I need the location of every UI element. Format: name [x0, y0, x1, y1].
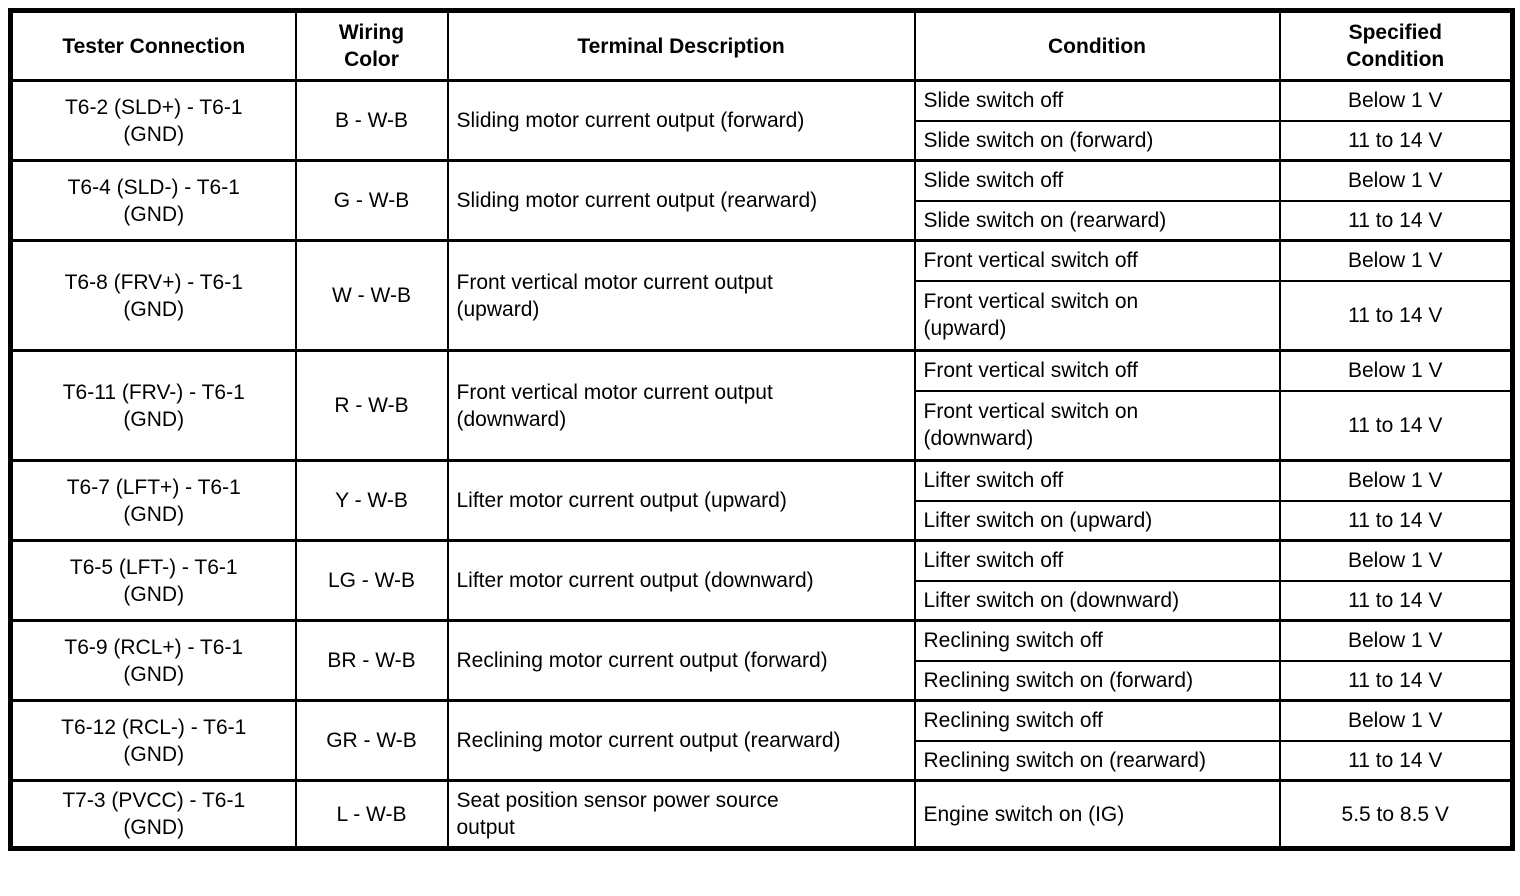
- table-row: Lifter switch on (downward) 11 to 14 V: [11, 579, 1514, 622]
- terminal-description-cell: Front vertical motor current output (dow…: [446, 349, 916, 462]
- terminal-description-cell: Lifter motor current output (downward): [446, 539, 916, 622]
- tester-connection-cell: T6-11 (FRV-) - T6-1 (GND): [9, 349, 297, 462]
- specified-condition-cell: Below 1 V: [1278, 699, 1514, 742]
- table-row: T6-2 (SLD+) - T6-1 (GND) B - W-B Sliding…: [9, 79, 1514, 162]
- specified-condition-cell: 11 to 14 V: [1278, 739, 1514, 782]
- specified-condition-cell: 11 to 14 V: [1278, 199, 1514, 242]
- table-row: T6-11 (FRV-) - T6-1 (GND) R - W-B Front …: [9, 349, 1514, 462]
- specified-condition-cell: 11 to 14 V: [1278, 499, 1514, 542]
- specified-condition-cell: 11 to 14 V: [1278, 579, 1514, 622]
- table-row: T6-12 (RCL-) - T6-1 (GND) GR - W-B Recli…: [9, 699, 1514, 782]
- table-row: T6-7 (LFT+) - T6-1 (GND) Y - W-B Lifter …: [9, 459, 1514, 542]
- specified-condition-cell: Below 1 V: [1278, 459, 1514, 502]
- table-row: T6-5 (LFT-) - T6-1 (GND) LG - W-B Lifter…: [9, 539, 1514, 622]
- wiring-color-cell: L - W-B: [294, 779, 449, 850]
- condition-cell: Lifter switch off: [913, 539, 1281, 582]
- specified-condition-cell: Below 1 V: [1278, 619, 1514, 662]
- condition-cell: Front vertical switch on (upward): [913, 279, 1281, 352]
- table-row: T6-4 (SLD-) - T6-1 (GND) G - W-B Sliding…: [9, 159, 1514, 242]
- tester-connection-cell: T6-8 (FRV+) - T6-1 (GND): [9, 239, 297, 352]
- table-row: Slide switch on (rearward) 11 to 14 V: [11, 199, 1514, 242]
- table-row: Reclining switch on (rearward) 11 to 14 …: [11, 739, 1514, 782]
- specified-condition-cell: Below 1 V: [1278, 79, 1514, 122]
- wiring-color-cell: B - W-B: [294, 79, 449, 162]
- tester-connection-cell: T6-2 (SLD+) - T6-1 (GND): [9, 79, 297, 162]
- specified-condition-cell: Below 1 V: [1278, 539, 1514, 582]
- table-row: Front vertical switch on (downward) 11 t…: [11, 389, 1514, 462]
- condition-cell: Lifter switch off: [913, 459, 1281, 502]
- terminal-description-cell: Sliding motor current output (rearward): [446, 159, 916, 242]
- terminal-spec-table: Tester Connection Wiring Color Terminal …: [8, 8, 1515, 851]
- wiring-color-cell: Y - W-B: [294, 459, 449, 542]
- table-row: Lifter switch on (upward) 11 to 14 V: [11, 499, 1514, 542]
- table-row: T6-9 (RCL+) - T6-1 (GND) BR - W-B Reclin…: [9, 619, 1514, 702]
- specified-condition-cell: 11 to 14 V: [1278, 389, 1514, 462]
- header-condition: Condition: [913, 9, 1281, 82]
- specified-condition-cell: 11 to 14 V: [1278, 279, 1514, 352]
- header-wiring-color: Wiring Color: [294, 9, 449, 82]
- terminal-description-cell: Reclining motor current output (forward): [446, 619, 916, 702]
- table-row: T7-3 (PVCC) - T6-1 (GND) L - W-B Seat po…: [9, 779, 1514, 850]
- condition-cell: Slide switch off: [913, 159, 1281, 202]
- tester-connection-cell: T7-3 (PVCC) - T6-1 (GND): [9, 779, 297, 850]
- specified-condition-cell: 11 to 14 V: [1278, 659, 1514, 702]
- condition-cell: Reclining switch on (forward): [913, 659, 1281, 702]
- condition-cell: Front vertical switch off: [913, 349, 1281, 392]
- condition-cell: Slide switch on (forward): [913, 119, 1281, 162]
- tester-connection-cell: T6-7 (LFT+) - T6-1 (GND): [9, 459, 297, 542]
- specified-condition-cell: Below 1 V: [1278, 239, 1514, 282]
- header-terminal-description: Terminal Description: [446, 9, 916, 82]
- specified-condition-cell: Below 1 V: [1278, 159, 1514, 202]
- condition-cell: Front vertical switch off: [913, 239, 1281, 282]
- condition-cell: Slide switch off: [913, 79, 1281, 122]
- condition-cell: Front vertical switch on (downward): [913, 389, 1281, 462]
- terminal-description-cell: Sliding motor current output (forward): [446, 79, 916, 162]
- terminal-description-cell: Reclining motor current output (rearward…: [446, 699, 916, 782]
- wiring-color-cell: W - W-B: [294, 239, 449, 352]
- table-row: T6-8 (FRV+) - T6-1 (GND) W - W-B Front v…: [9, 239, 1514, 352]
- table-row: Reclining switch on (forward) 11 to 14 V: [11, 659, 1514, 702]
- header-tester-connection: Tester Connection: [9, 9, 297, 82]
- tester-connection-cell: T6-12 (RCL-) - T6-1 (GND): [9, 699, 297, 782]
- terminal-description-cell: Seat position sensor power source output: [446, 779, 916, 850]
- table-row: Slide switch on (forward) 11 to 14 V: [11, 119, 1514, 162]
- tester-connection-cell: T6-5 (LFT-) - T6-1 (GND): [9, 539, 297, 622]
- condition-cell: Engine switch on (IG): [913, 779, 1281, 850]
- condition-cell: Reclining switch off: [913, 619, 1281, 662]
- condition-cell: Reclining switch off: [913, 699, 1281, 742]
- wiring-color-cell: R - W-B: [294, 349, 449, 462]
- header-specified-condition: Specified Condition: [1278, 9, 1514, 82]
- table-row: Front vertical switch on (upward) 11 to …: [11, 279, 1514, 352]
- wiring-color-cell: LG - W-B: [294, 539, 449, 622]
- terminal-description-cell: Front vertical motor current output (upw…: [446, 239, 916, 352]
- tester-connection-cell: T6-9 (RCL+) - T6-1 (GND): [9, 619, 297, 702]
- wiring-color-cell: GR - W-B: [294, 699, 449, 782]
- condition-cell: Reclining switch on (rearward): [913, 739, 1281, 782]
- wiring-color-cell: G - W-B: [294, 159, 449, 242]
- specified-condition-cell: Below 1 V: [1278, 349, 1514, 392]
- header-row: Tester Connection Wiring Color Terminal …: [9, 9, 1514, 82]
- condition-cell: Lifter switch on (downward): [913, 579, 1281, 622]
- wiring-color-cell: BR - W-B: [294, 619, 449, 702]
- condition-cell: Slide switch on (rearward): [913, 199, 1281, 242]
- terminal-description-cell: Lifter motor current output (upward): [446, 459, 916, 542]
- specified-condition-cell: 5.5 to 8.5 V: [1278, 779, 1514, 850]
- tester-connection-cell: T6-4 (SLD-) - T6-1 (GND): [9, 159, 297, 242]
- condition-cell: Lifter switch on (upward): [913, 499, 1281, 542]
- specified-condition-cell: 11 to 14 V: [1278, 119, 1514, 162]
